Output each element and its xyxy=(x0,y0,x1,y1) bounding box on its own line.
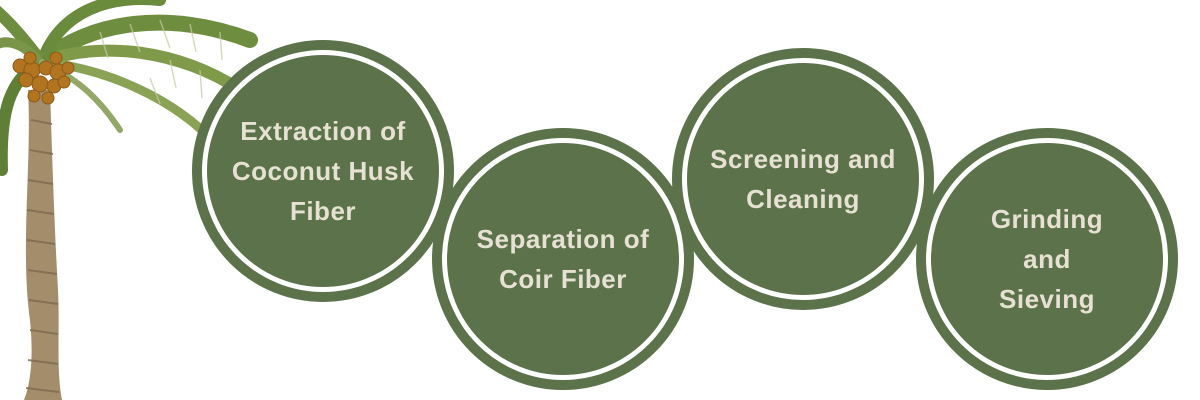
step-circle-1: Extraction of Coconut Husk Fiber xyxy=(192,40,454,302)
coconut-palm-tree-icon xyxy=(0,0,258,400)
step-label-4: Grinding and Sieving xyxy=(990,204,1104,314)
step-circle-4: Grinding and Sieving xyxy=(916,128,1178,390)
step-circle-3: Screening and Cleaning xyxy=(672,48,934,310)
step-circle-2: Separation of Coir Fiber xyxy=(432,128,694,390)
step-label-3: Screening and Cleaning xyxy=(710,144,896,214)
step-label-2: Separation of Coir Fiber xyxy=(476,224,650,294)
step-label-1: Extraction of Coconut Husk Fiber xyxy=(231,116,415,226)
